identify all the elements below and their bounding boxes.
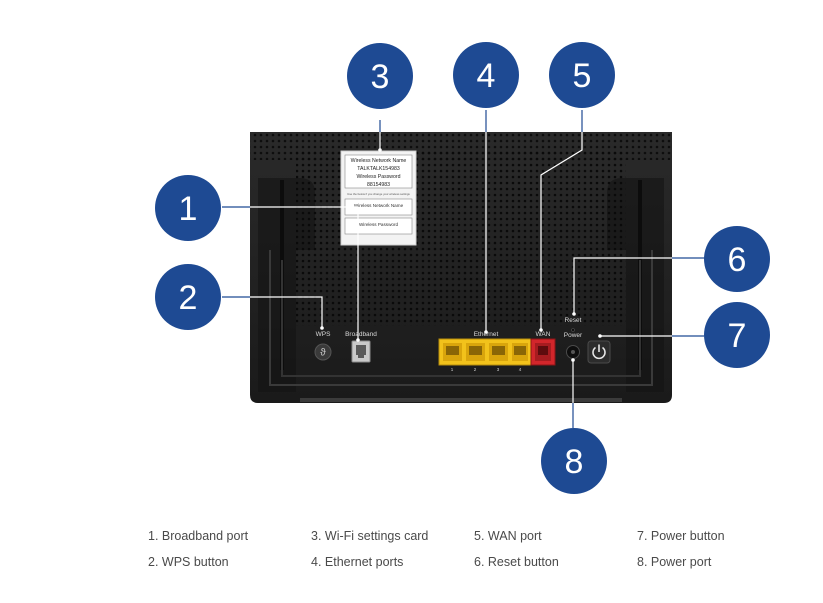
callout-8: 8: [541, 428, 607, 494]
card-field-network-name: Wireless Network Name: [354, 203, 404, 208]
ethernet-port-4[interactable]: [512, 343, 528, 361]
legend: 1. Broadband port 3. Wi-Fi settings card…: [148, 528, 808, 570]
callout-5: 5: [549, 42, 615, 108]
svg-text:6: 6: [728, 241, 747, 279]
leader-lines-outside: [222, 110, 705, 428]
ethernet-number-1: 1: [451, 367, 454, 372]
card-network-name-label: Wireless Network Name: [351, 158, 407, 164]
svg-text:7: 7: [728, 317, 747, 355]
power-button[interactable]: [587, 340, 611, 364]
svg-text:3: 3: [371, 58, 390, 96]
legend-item-3: 3. Wi-Fi settings card: [311, 529, 429, 543]
reset-label: Reset: [565, 317, 582, 324]
wps-button[interactable]: ϑ: [314, 343, 332, 361]
wan-port[interactable]: [530, 338, 556, 366]
legend-item-7: 7. Power button: [637, 529, 725, 543]
card-field-password: Wireless Password: [359, 222, 399, 227]
reset-button[interactable]: [571, 328, 575, 332]
callout-6: 6: [704, 226, 770, 292]
ethernet-number-4: 4: [519, 367, 522, 372]
ethernet-port-1[interactable]: [443, 343, 462, 361]
card-small-text: Use the below if you change your wireles…: [347, 192, 410, 196]
card-password-label: Wireless Password: [356, 174, 400, 180]
ethernet-label: Ethernet: [474, 331, 499, 338]
callout-1: 1: [155, 175, 221, 241]
callout-3: 3: [347, 43, 413, 109]
legend-item-2: 2. WPS button: [148, 555, 229, 569]
callout-4: 4: [453, 42, 519, 108]
wps-icon: ϑ: [320, 348, 326, 359]
legend-item-8: 8. Power port: [637, 555, 712, 569]
power-label: Power: [564, 332, 583, 339]
broadband-label: Broadband: [345, 331, 377, 338]
power-port[interactable]: [566, 345, 580, 359]
ethernet-number-2: 2: [474, 367, 477, 372]
ethernet-port-2[interactable]: [466, 343, 485, 361]
svg-text:8: 8: [565, 443, 584, 481]
ethernet-port-3[interactable]: [489, 343, 508, 361]
legend-item-6: 6. Reset button: [474, 555, 559, 569]
legend-item-1: 1. Broadband port: [148, 529, 249, 543]
callout-2: 2: [155, 264, 221, 330]
power-icon: [592, 344, 606, 360]
wps-label: WPS: [316, 331, 331, 338]
legend-item-4: 4. Ethernet ports: [311, 555, 404, 569]
broadband-port[interactable]: [351, 340, 371, 363]
svg-text:1: 1: [179, 190, 198, 228]
ethernet-number-3: 3: [497, 367, 500, 372]
router-diagram: Wireless Network Name TALKTALK154983 Wir…: [155, 42, 770, 494]
leader-dots: [320, 148, 602, 362]
legend-item-5: 5. WAN port: [474, 529, 542, 543]
card-network-name-value: TALKTALK154983: [357, 166, 400, 172]
svg-text:5: 5: [573, 57, 592, 95]
wifi-settings-card: Wireless Network Name TALKTALK154983 Wir…: [340, 150, 417, 246]
svg-text:4: 4: [477, 57, 496, 95]
callout-7: 7: [704, 302, 770, 368]
card-password-value: 88154983: [367, 182, 390, 188]
svg-text:2: 2: [179, 279, 198, 317]
wan-label: WAN: [536, 331, 551, 338]
